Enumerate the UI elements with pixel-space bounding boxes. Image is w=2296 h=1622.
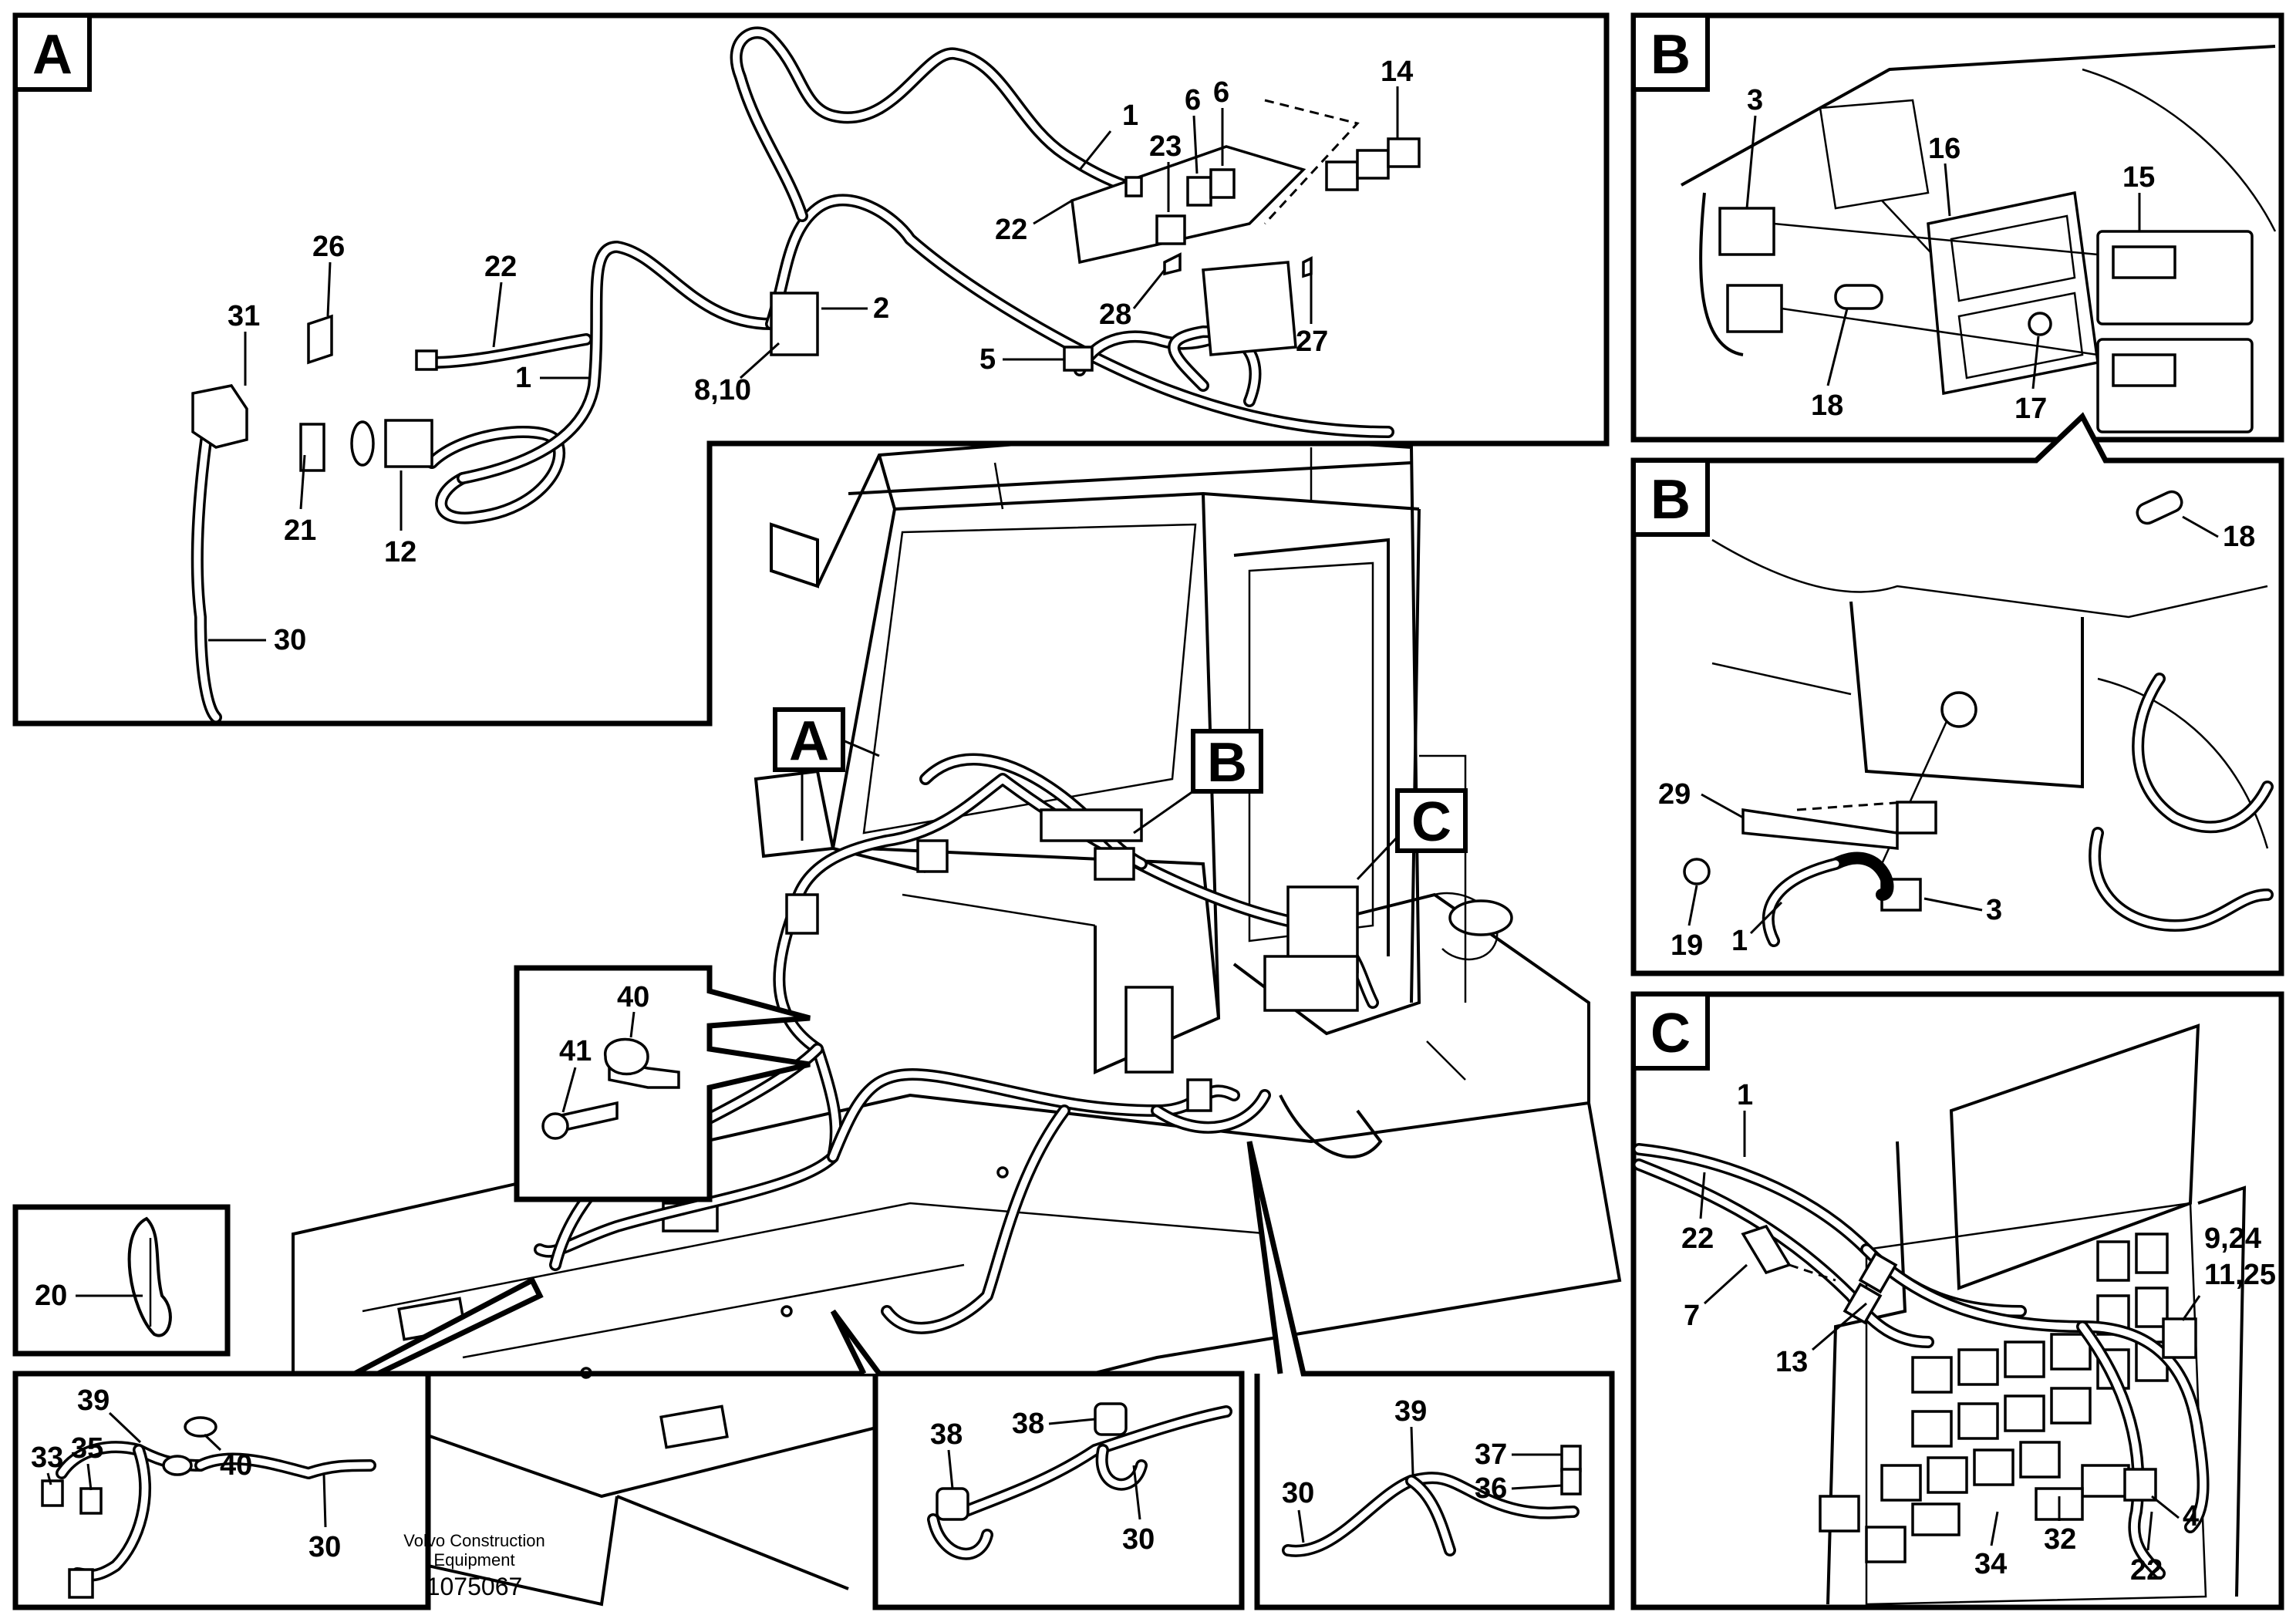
callout-c-7: 7 xyxy=(1684,1300,1700,1332)
main-letter-c: C xyxy=(1411,791,1451,853)
callout-dbr-39: 39 xyxy=(1394,1395,1427,1428)
panel-a: A xyxy=(12,12,1610,727)
callout-a-12: 12 xyxy=(384,536,416,568)
callout-d-20: 20 xyxy=(35,1280,67,1312)
panel-b-mid-callouts: 18 29 19 1 3 xyxy=(1658,515,2255,962)
callout-a-21: 21 xyxy=(284,514,316,547)
callout-bm-3: 3 xyxy=(1986,894,2002,926)
footer-company-line2: Equipment xyxy=(433,1550,514,1570)
callout-dbl-40: 40 xyxy=(220,1449,252,1482)
panel-detail-bottom-right xyxy=(1246,1141,1615,1610)
callout-bm-1: 1 xyxy=(1731,925,1748,957)
panel-a-callouts: 1 22 23 6 6 14 26 22 31 2 8,10 28 27 5 2… xyxy=(208,56,1413,656)
callout-c-9-24: 9,24 xyxy=(2204,1222,2261,1255)
callout-dbr-30: 30 xyxy=(1282,1477,1314,1509)
callout-a-22-top: 22 xyxy=(995,214,1027,246)
panel-c-callouts: 1 22 7 13 9,24 11,25 4 34 32 22 xyxy=(1681,1079,2276,1587)
callout-bt-18: 18 xyxy=(1811,389,1843,422)
main-letter-callouts: A B C xyxy=(773,707,1468,881)
panel-b-top-letter: B xyxy=(1650,24,1691,86)
callout-dbl-30: 30 xyxy=(308,1531,341,1563)
callout-dbm-38-right: 38 xyxy=(1012,1408,1044,1440)
panel-b-top: B xyxy=(1630,12,2284,443)
footer-company-line1: Volvo Construction xyxy=(403,1531,544,1550)
callout-c-1: 1 xyxy=(1737,1079,1753,1111)
callout-bt-16: 16 xyxy=(1928,133,1961,165)
callout-a-31: 31 xyxy=(228,300,260,332)
callout-a-6-right: 6 xyxy=(1213,76,1229,109)
callout-a-8-10: 8,10 xyxy=(694,374,751,406)
panel-detail-bl-callouts: 39 33 35 40 30 xyxy=(31,1384,341,1563)
callout-c-34: 34 xyxy=(1974,1548,2007,1580)
callout-dbl-33: 33 xyxy=(31,1442,63,1474)
main-letter-a: A xyxy=(789,710,829,772)
callout-bm-19: 19 xyxy=(1671,929,1703,962)
panel-detail-br-callouts: 39 37 36 30 xyxy=(1282,1395,1563,1543)
panel-detail-clamp-callouts: 40 41 xyxy=(559,981,649,1113)
callout-dbl-35: 35 xyxy=(71,1432,103,1465)
callout-a-26: 26 xyxy=(312,231,345,263)
callout-c-4: 4 xyxy=(2183,1500,2199,1533)
callout-dbr-36: 36 xyxy=(1475,1472,1507,1505)
callout-c-13: 13 xyxy=(1775,1346,1808,1378)
callout-bm-29: 29 xyxy=(1658,778,1691,811)
footer: Volvo Construction Equipment 1075067 xyxy=(403,1531,544,1600)
callout-a-28: 28 xyxy=(1099,298,1131,331)
panel-detail-bottom-left xyxy=(12,1276,1221,1610)
callout-a-30: 30 xyxy=(274,624,306,656)
callout-dbl-39: 39 xyxy=(77,1384,110,1417)
callout-c-22-left: 22 xyxy=(1681,1222,1714,1255)
panel-b-middle: B xyxy=(1630,412,2284,976)
callout-dc-41: 41 xyxy=(559,1035,592,1067)
callout-bt-3: 3 xyxy=(1747,84,1763,116)
footer-drawing-number: 1075067 xyxy=(426,1573,523,1600)
panel-b-mid-letter: B xyxy=(1650,469,1691,531)
callout-bt-17: 17 xyxy=(2014,393,2047,425)
callout-c-32: 32 xyxy=(2044,1523,2076,1556)
callout-dbr-37: 37 xyxy=(1475,1438,1507,1471)
callout-c-11-25: 11,25 xyxy=(2204,1259,2276,1291)
callout-a-22-left: 22 xyxy=(484,251,517,283)
callout-a-6-left: 6 xyxy=(1185,84,1201,116)
callout-bt-15: 15 xyxy=(2122,161,2155,194)
callout-a-1-top: 1 xyxy=(1122,99,1138,132)
callout-dbm-30: 30 xyxy=(1122,1523,1155,1556)
callout-dbm-38-left: 38 xyxy=(930,1418,963,1451)
panel-a-letter: A xyxy=(32,24,72,86)
callout-a-2: 2 xyxy=(873,292,889,325)
panel-c-letter: C xyxy=(1650,1003,1691,1064)
callout-a-27: 27 xyxy=(1296,325,1328,358)
panel-b-top-callouts: 3 16 15 18 17 xyxy=(1745,84,2155,425)
panel-detail-20 xyxy=(12,1204,231,1357)
panel-c: C xyxy=(1630,991,2284,1610)
main-letter-b: B xyxy=(1207,732,1247,794)
callout-dc-40: 40 xyxy=(617,981,649,1013)
panel-detail-bm-callouts: 38 38 30 xyxy=(930,1408,1155,1556)
callout-c-22-bottom: 22 xyxy=(2130,1554,2163,1587)
callout-a-14: 14 xyxy=(1381,56,1413,88)
callout-a-5: 5 xyxy=(979,343,996,376)
callout-a-23: 23 xyxy=(1149,130,1182,163)
panel-detail-clamp xyxy=(514,965,811,1202)
callout-bm-18: 18 xyxy=(2223,521,2255,553)
panel-detail-bottom-middle xyxy=(830,1309,1245,1610)
main-machine-drawing xyxy=(292,430,1622,1607)
callout-a-1-left: 1 xyxy=(515,362,531,394)
